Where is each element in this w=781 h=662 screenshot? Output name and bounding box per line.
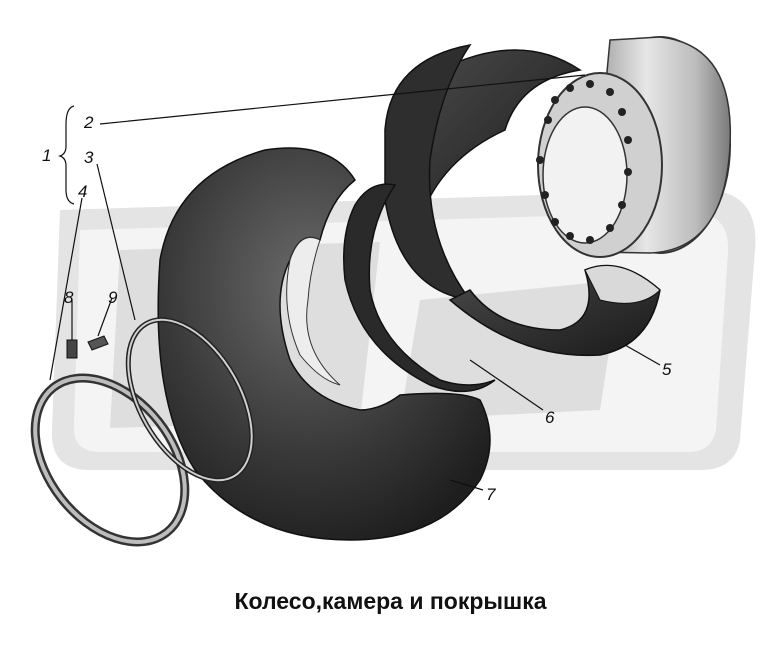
figure-caption: Колесо,камера и покрышка xyxy=(234,588,547,614)
callout-6: 6 xyxy=(545,408,555,427)
callout-8: 8 xyxy=(64,288,74,307)
callout-labels: 1 2 3 4 5 6 7 8 9 xyxy=(42,113,672,504)
inner-tube xyxy=(343,183,496,393)
tire xyxy=(157,147,491,541)
small-part-9 xyxy=(87,335,109,351)
lock-ring xyxy=(125,317,255,483)
rim-bolt-holes xyxy=(536,80,632,244)
callout-5: 5 xyxy=(662,360,672,379)
callout-2: 2 xyxy=(83,113,94,132)
rim-flap xyxy=(384,43,661,357)
callout-3: 3 xyxy=(84,148,94,167)
callout-1: 1 xyxy=(42,146,51,165)
side-ring xyxy=(30,373,190,547)
callout-9: 9 xyxy=(108,288,118,307)
callout-7: 7 xyxy=(486,485,496,504)
leader-lines xyxy=(49,74,661,491)
wheel-rim xyxy=(536,36,732,258)
callout-4: 4 xyxy=(78,182,87,201)
small-part-8 xyxy=(66,339,78,359)
